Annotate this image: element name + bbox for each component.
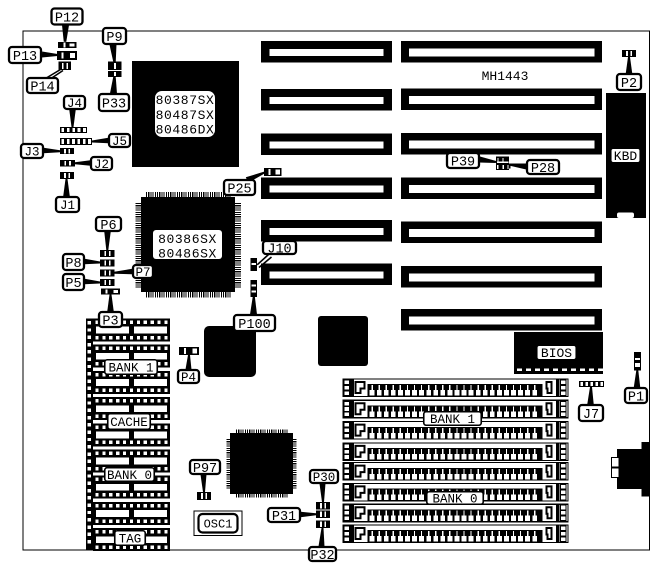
svg-text:P1: P1 xyxy=(628,390,644,405)
svg-text:BIOS: BIOS xyxy=(541,346,572,361)
svg-text:TAG: TAG xyxy=(119,533,142,547)
svg-text:80486SX: 80486SX xyxy=(158,247,217,262)
svg-text:P3: P3 xyxy=(102,314,118,329)
svg-text:P32: P32 xyxy=(310,549,334,564)
svg-text:OSC1: OSC1 xyxy=(204,518,233,532)
svg-text:P6: P6 xyxy=(100,219,116,234)
svg-text:P4: P4 xyxy=(181,371,196,385)
svg-text:P31: P31 xyxy=(272,510,296,525)
svg-text:J10: J10 xyxy=(267,242,291,257)
svg-text:80387SX: 80387SX xyxy=(156,93,215,108)
svg-text:P28: P28 xyxy=(531,162,555,177)
svg-text:BANK 0: BANK 0 xyxy=(107,469,152,483)
svg-text:P39: P39 xyxy=(451,155,475,170)
svg-text:P13: P13 xyxy=(13,50,37,65)
svg-text:KBD: KBD xyxy=(614,149,638,164)
svg-text:P33: P33 xyxy=(102,97,126,112)
svg-text:P25: P25 xyxy=(227,182,251,197)
svg-text:J1: J1 xyxy=(60,199,75,213)
svg-text:J3: J3 xyxy=(24,146,39,160)
svg-text:P9: P9 xyxy=(106,31,122,46)
svg-text:P7: P7 xyxy=(135,266,150,280)
svg-text:BANK 1: BANK 1 xyxy=(108,362,153,376)
svg-text:80486DX: 80486DX xyxy=(156,123,215,138)
svg-text:J2: J2 xyxy=(94,158,109,172)
svg-text:P100: P100 xyxy=(238,318,270,333)
svg-text:J5: J5 xyxy=(112,135,127,149)
svg-text:BANK 0: BANK 0 xyxy=(432,493,477,507)
svg-text:P14: P14 xyxy=(30,80,54,95)
svg-text:J4: J4 xyxy=(67,97,82,111)
svg-text:P2: P2 xyxy=(621,77,637,92)
svg-text:J7: J7 xyxy=(583,408,599,423)
svg-text:P5: P5 xyxy=(65,277,81,292)
svg-text:P12: P12 xyxy=(55,11,79,26)
svg-text:CACHE: CACHE xyxy=(110,416,148,430)
svg-text:80487SX: 80487SX xyxy=(156,108,215,123)
svg-text:P8: P8 xyxy=(65,257,81,272)
svg-text:80386SX: 80386SX xyxy=(158,232,217,247)
svg-text:P97: P97 xyxy=(193,462,217,477)
svg-text:MH1443: MH1443 xyxy=(482,69,529,84)
svg-text:P30: P30 xyxy=(313,471,336,485)
svg-text:BANK 1: BANK 1 xyxy=(430,413,475,427)
